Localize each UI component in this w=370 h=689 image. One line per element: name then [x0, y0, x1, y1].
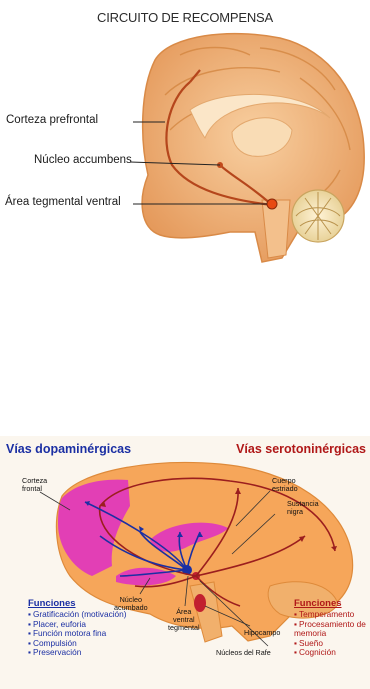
functions-left-list: Gratificación (motivación) Placer, eufor…: [28, 610, 127, 658]
reward-brain-illustration: [0, 0, 370, 272]
label-area-tegmental-ventral: Área tegmental ventral: [5, 196, 121, 208]
list-item: Preservación: [28, 648, 127, 658]
page-title: CIRCUITO DE RECOMPENSA: [0, 10, 370, 25]
label-nucleo-accumbens: Núcleo accumbens: [34, 154, 132, 166]
list-item: Cognición: [294, 648, 368, 658]
reward-circuit-panel: CIRCUITO DE RECOMPENSA Corteza prefronta…: [0, 0, 370, 272]
functions-left-title: Funciones: [28, 598, 76, 609]
label-corteza-prefrontal: Corteza prefrontal: [6, 114, 98, 126]
functions-right-list: Temperamento Procesamiento de memoria Su…: [294, 610, 368, 658]
label-hipocampo: Hipocampo: [244, 629, 280, 637]
label-sustancia-nigra: Sustancia nigra: [287, 500, 319, 516]
functions-right-title: Funciones: [294, 598, 342, 609]
label-cuerpo-estriado: Cuerpo estriado: [272, 477, 298, 493]
label-corteza-frontal: Corteza frontal: [22, 477, 47, 493]
list-item: Procesamiento de memoria: [294, 620, 368, 639]
vta-dot: [267, 199, 277, 209]
label-area-ventral-tegmental: Área ventral tegmental: [168, 608, 200, 632]
cerebellum: [292, 190, 344, 242]
label-nucleos-rafe: Núcleos del Rafe: [216, 649, 271, 657]
pathways-panel: Vías dopaminérgicas Vías serotoninérgica…: [0, 436, 370, 689]
